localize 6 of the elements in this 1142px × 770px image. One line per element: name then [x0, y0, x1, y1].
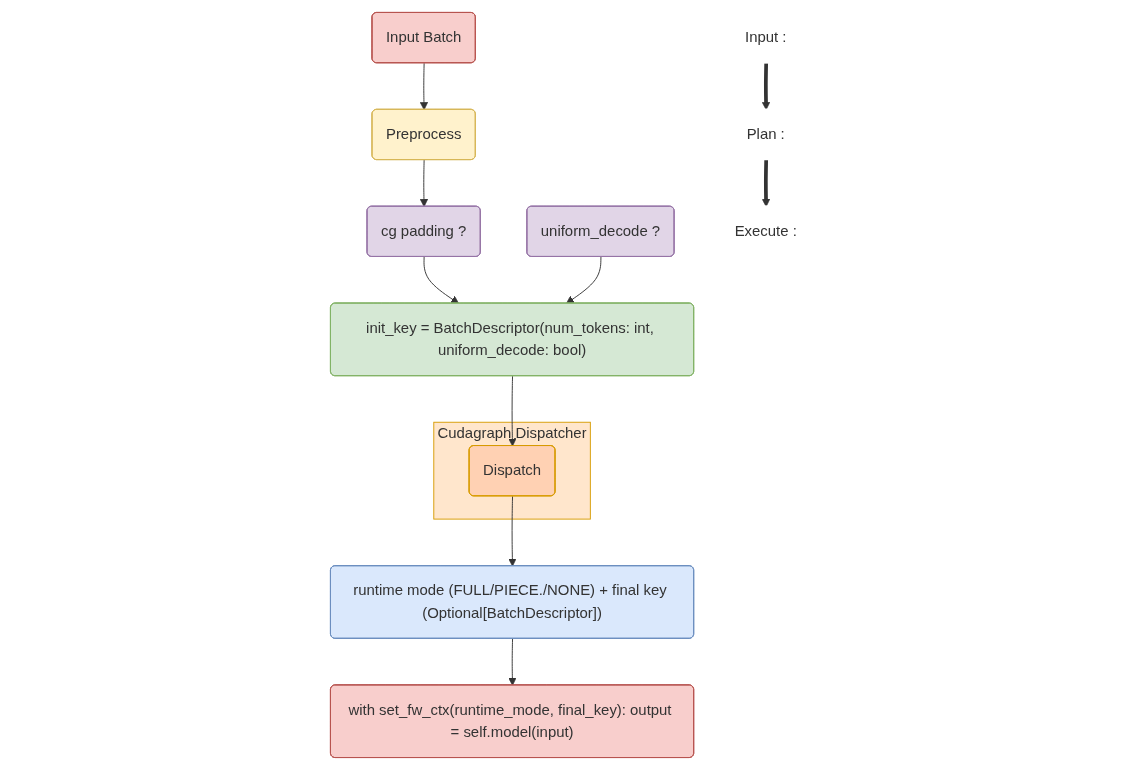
node-text: Plan : — [747, 126, 786, 142]
arrow — [762, 160, 771, 207]
cluster — [433, 421, 592, 520]
arrow — [762, 63, 771, 111]
node-text: Input : — [745, 29, 787, 46]
node-text: Execute : — [735, 222, 798, 239]
